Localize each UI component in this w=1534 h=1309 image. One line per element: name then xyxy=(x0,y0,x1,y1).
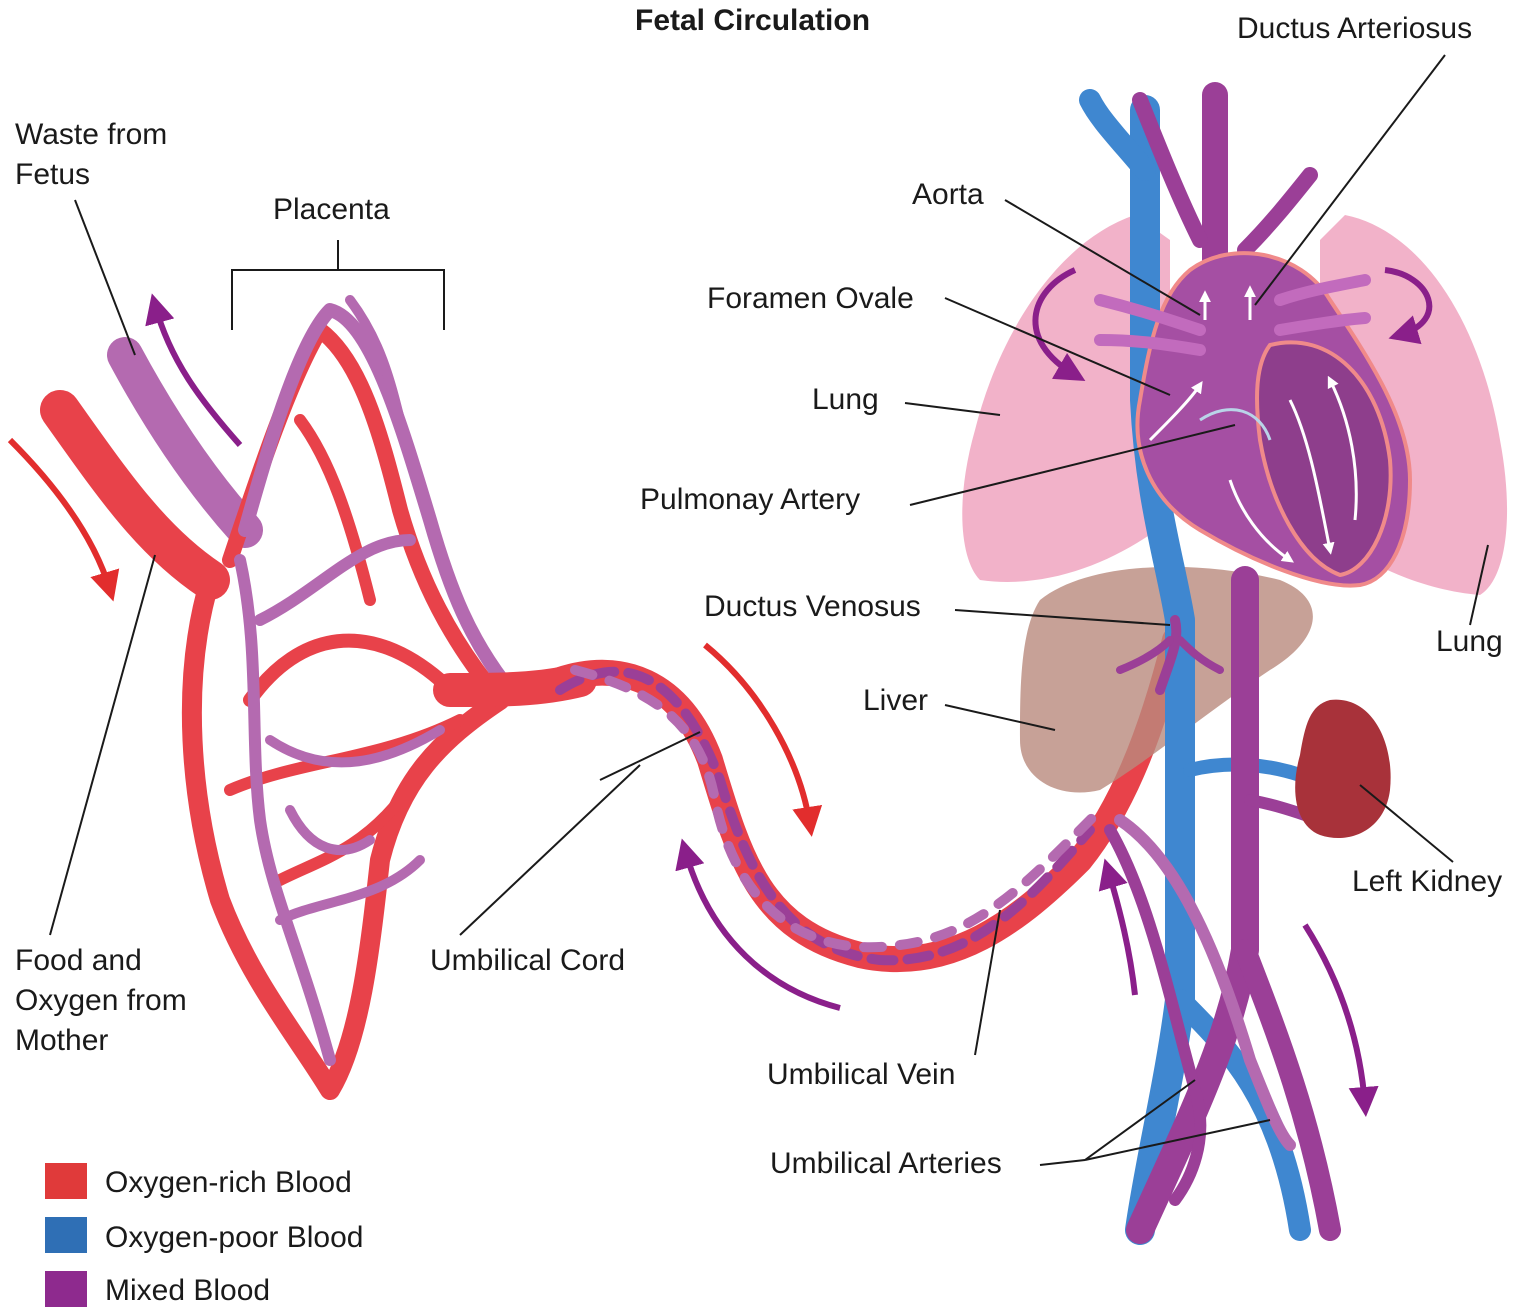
label-food-oxygen: Food and Oxygen from Mother xyxy=(15,944,195,1057)
arrow-cord-red xyxy=(703,642,823,837)
svg-text:Mixed Blood: Mixed Blood xyxy=(105,1274,270,1307)
label-pulmonary-artery: Pulmonay Artery xyxy=(640,483,860,516)
heart xyxy=(1094,251,1413,588)
label-umbilical-arteries: Umbilical Arteries xyxy=(770,1147,1002,1180)
label-ductus-venosus: Ductus Venosus xyxy=(704,590,921,623)
label-waste-from-fetus: Waste from Fetus xyxy=(15,118,176,191)
label-liver: Liver xyxy=(863,684,928,717)
arrow-to-placenta-red xyxy=(7,437,120,602)
arrow-lung-left xyxy=(1032,267,1086,382)
diagram-title: Fetal Circulation xyxy=(635,4,870,37)
left-kidney-shape xyxy=(1295,699,1391,838)
legend-item-mixed: Mixed Blood xyxy=(45,1271,270,1307)
label-foramen-ovale: Foramen Ovale xyxy=(707,282,914,315)
label-umbilical-cord: Umbilical Cord xyxy=(430,944,625,977)
svg-text:Oxygen-poor Blood: Oxygen-poor Blood xyxy=(105,1221,364,1254)
flow-arrows xyxy=(7,267,1433,1117)
legend-swatch-oxygen-poor xyxy=(45,1217,87,1253)
svg-text:Oxygen-rich Blood: Oxygen-rich Blood xyxy=(105,1166,352,1199)
placenta-bracket xyxy=(231,240,445,330)
label-aorta: Aorta xyxy=(912,178,984,211)
leader-lines xyxy=(49,54,1489,1166)
label-lung-left: Lung xyxy=(812,383,879,416)
arrow-cord-purple xyxy=(675,838,841,1011)
label-placenta: Placenta xyxy=(273,193,390,226)
umbilical-cord xyxy=(547,627,1188,973)
label-lung-right: Lung xyxy=(1436,625,1503,658)
arrow-lung-right xyxy=(1384,267,1433,345)
legend-item-oxygen-poor: Oxygen-poor Blood xyxy=(45,1217,364,1254)
arrow-waste-out-purple xyxy=(145,293,243,447)
legend-item-oxygen-rich: Oxygen-rich Blood xyxy=(45,1163,352,1199)
legend-swatch-oxygen-rich xyxy=(45,1163,87,1199)
label-umbilical-vein: Umbilical Vein xyxy=(767,1058,955,1091)
placenta-vessels xyxy=(40,295,597,1100)
label-left-kidney: Left Kidney xyxy=(1352,865,1502,898)
label-ductus-arteriosus: Ductus Arteriosus xyxy=(1237,12,1472,45)
legend-swatch-mixed xyxy=(45,1271,87,1307)
arrow-arteries-up xyxy=(1098,858,1138,996)
legend: Oxygen-rich Blood Oxygen-poor Blood Mixe… xyxy=(45,1163,364,1307)
arrow-legs-down xyxy=(1302,923,1379,1117)
